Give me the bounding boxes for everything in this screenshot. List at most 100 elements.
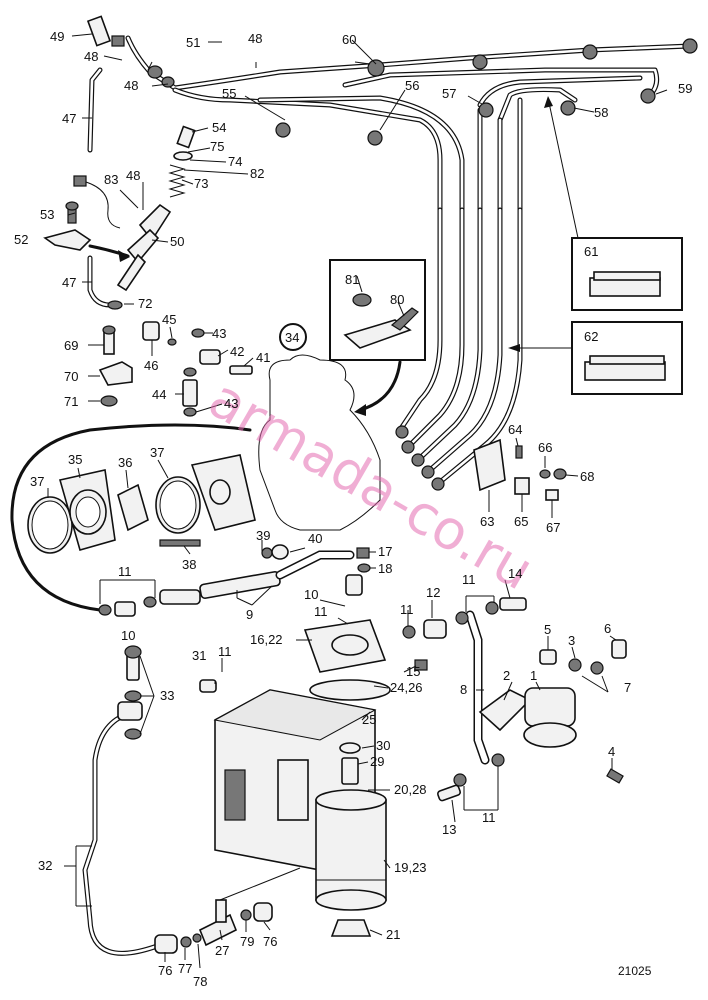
callout-25: 25 (362, 712, 376, 727)
callout-33: 33 (160, 688, 174, 703)
callout-73: 73 (194, 176, 208, 191)
clamp-inset-61 (571, 237, 683, 311)
callout-13: 13 (442, 822, 456, 837)
callout-56: 56 (405, 78, 419, 93)
callout-43: 43 (224, 396, 238, 411)
callout-12: 12 (426, 585, 440, 600)
callout-50: 50 (170, 234, 184, 249)
fuel-filter-19-23 (315, 742, 387, 937)
callout-4: 4 (608, 744, 615, 759)
callout-5: 5 (544, 622, 551, 637)
callout-3: 3 (568, 633, 575, 648)
callout-7: 7 (624, 680, 631, 695)
callout-66: 66 (538, 440, 552, 455)
callout-69: 69 (64, 338, 78, 353)
feed-pump (478, 639, 627, 784)
callout-10: 10 (304, 587, 318, 602)
callout-64: 64 (508, 422, 522, 437)
callout-62: 62 (584, 329, 598, 344)
clamp-inset-62 (571, 321, 683, 395)
callout-11: 11 (462, 572, 476, 587)
injection-pipes (125, 35, 698, 491)
callout-47: 47 (62, 111, 76, 126)
callout-80: 80 (390, 292, 404, 307)
figure-number: 21025 (618, 964, 652, 978)
callout-48: 48 (124, 78, 138, 93)
callout-46: 46 (144, 358, 158, 373)
drain-line (82, 645, 301, 956)
callout-51: 51 (186, 35, 200, 50)
pump-flange-seals (10, 423, 289, 612)
callout-49: 49 (50, 29, 64, 44)
callout-81: 81 (345, 272, 359, 287)
callout-43: 43 (212, 326, 226, 341)
callout-74: 74 (228, 154, 242, 169)
callout-76: 76 (158, 963, 172, 978)
callout-53: 53 (40, 207, 54, 222)
feed-line (98, 550, 355, 617)
callout-29: 29 (370, 754, 384, 769)
callout-37: 37 (30, 474, 44, 489)
callout-75: 75 (210, 139, 224, 154)
callout-42: 42 (230, 344, 244, 359)
callout-21: 21 (386, 927, 400, 942)
callout-57: 57 (442, 86, 456, 101)
callout-30: 30 (376, 738, 390, 753)
callout-17: 17 (378, 544, 392, 559)
callout-32: 32 (38, 858, 52, 873)
callout-11: 11 (314, 604, 328, 619)
fittings-left (98, 321, 253, 417)
ref-circle-34 (279, 323, 307, 351)
callout-41: 41 (256, 350, 270, 365)
callout-14: 14 (508, 566, 522, 581)
callout-68: 68 (580, 469, 594, 484)
callout-11: 11 (218, 644, 232, 659)
bracket-63 (473, 438, 567, 501)
callout-61: 61 (584, 244, 598, 259)
callout-9: 9 (246, 607, 253, 622)
callout-2: 2 (503, 668, 510, 683)
callout-44: 44 (152, 387, 166, 402)
callout-58: 58 (594, 105, 608, 120)
callout-labels: 49 48 48 51 48 60 55 56 57 58 59 47 54 7… (14, 29, 692, 989)
callout-54: 54 (212, 120, 226, 135)
filter-head (199, 547, 428, 701)
callout-19-23: 19,23 (394, 860, 427, 875)
callout-20-28: 20,28 (394, 782, 427, 797)
callout-6: 6 (604, 621, 611, 636)
clamp-inset-80-81 (329, 259, 426, 361)
callout-60: 60 (342, 32, 356, 47)
callout-59: 59 (678, 81, 692, 96)
callout-47: 47 (62, 275, 76, 290)
callout-27: 27 (215, 943, 229, 958)
callout-83: 83 (104, 172, 118, 187)
callout-52: 52 (14, 232, 28, 247)
callout-37: 37 (150, 445, 164, 460)
callout-38: 38 (182, 557, 196, 572)
callout-31: 31 (192, 648, 206, 663)
callout-63: 63 (480, 514, 494, 529)
callout-71: 71 (64, 394, 78, 409)
callout-18: 18 (378, 561, 392, 576)
callout-15: 15 (406, 664, 420, 679)
callout-16-22: 16,22 (250, 632, 283, 647)
callout-1: 1 (530, 668, 537, 683)
callout-55: 55 (222, 86, 236, 101)
callout-79: 79 (240, 934, 254, 949)
callout-78: 78 (193, 974, 207, 989)
callout-76: 76 (263, 934, 277, 949)
callout-67: 67 (546, 520, 560, 535)
callout-82: 82 (250, 166, 264, 181)
leader-lines (47, 33, 668, 969)
callout-48: 48 (126, 168, 140, 183)
callout-10: 10 (121, 628, 135, 643)
callout-34: 34 (285, 330, 299, 345)
callout-11: 11 (482, 810, 496, 825)
callout-77: 77 (178, 961, 192, 976)
callout-11: 11 (118, 564, 132, 579)
callout-45: 45 (162, 312, 176, 327)
callout-35: 35 (68, 452, 82, 467)
injector-assembly (43, 15, 196, 310)
callout-72: 72 (138, 296, 152, 311)
